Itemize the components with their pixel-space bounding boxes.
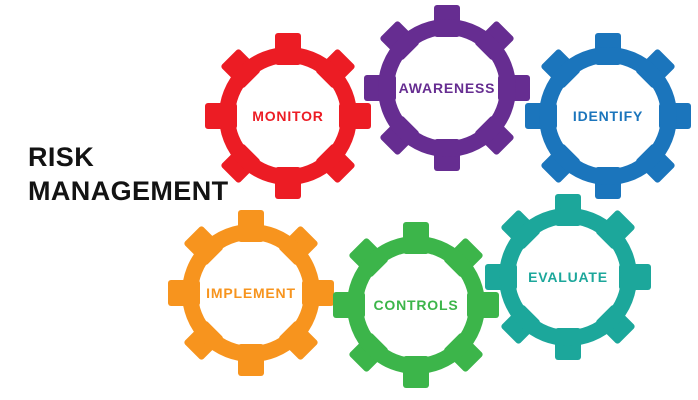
gear-icon: [364, 5, 530, 171]
gear-label: MONITOR: [252, 108, 324, 124]
gear-monitor: MONITOR: [204, 32, 372, 200]
gear-icon: [168, 210, 334, 376]
gear-label: CONTROLS: [373, 297, 459, 313]
gear-label: AWARENESS: [398, 80, 496, 96]
gear-icon: [525, 33, 691, 199]
gear-identify: IDENTIFY: [524, 32, 692, 200]
gear-label: EVALUATE: [528, 269, 608, 285]
title-line-1: RISK: [28, 142, 95, 172]
page-title: RISK MANAGEMENT: [28, 140, 229, 208]
gear-icon: [485, 194, 651, 360]
gear-label: IDENTIFY: [572, 108, 644, 124]
gear-controls: CONTROLS: [332, 221, 500, 389]
gear-awareness: AWARENESS: [363, 4, 531, 172]
gear-implement: IMPLEMENT: [167, 209, 335, 377]
gear-label: IMPLEMENT: [206, 285, 296, 301]
title-line-2: MANAGEMENT: [28, 176, 229, 206]
gear-evaluate: EVALUATE: [484, 193, 652, 361]
gear-icon: [333, 222, 499, 388]
gear-icon: [205, 33, 371, 199]
